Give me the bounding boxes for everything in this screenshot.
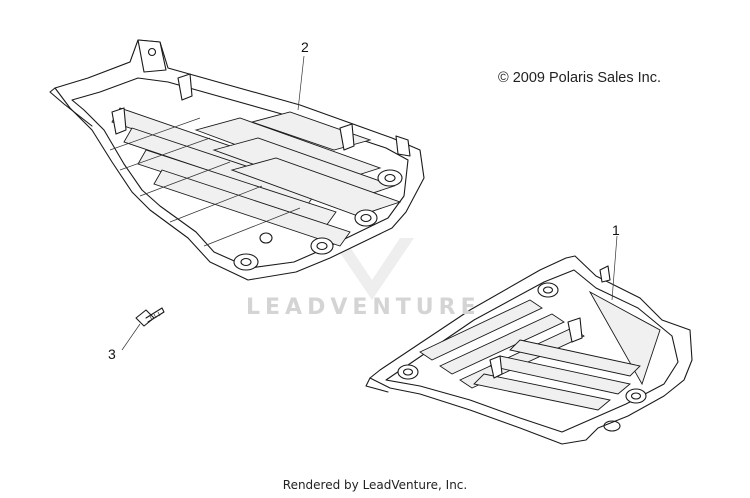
part-2-ribs [111,107,402,247]
part-2-mount-bosses [233,169,403,271]
callout-part-3[interactable]: 3 [108,346,116,362]
callout-part-1[interactable]: 1 [612,222,620,238]
copyright-text: © 2009 Polaris Sales Inc. [498,70,662,86]
bolt-part-3 [135,307,165,327]
skid-plate-part-1 [365,255,693,445]
watermark-logo [330,238,414,300]
watermark-text: LEADVENTURE [246,295,481,320]
part-1-mount-bosses [397,282,647,432]
footer-credit: Rendered by LeadVenture, Inc. [282,478,468,492]
skid-plate-part-2 [49,39,425,281]
part-1-ribs [419,299,641,411]
leader-lines [121,55,618,351]
callout-part-2[interactable]: 2 [301,39,309,55]
